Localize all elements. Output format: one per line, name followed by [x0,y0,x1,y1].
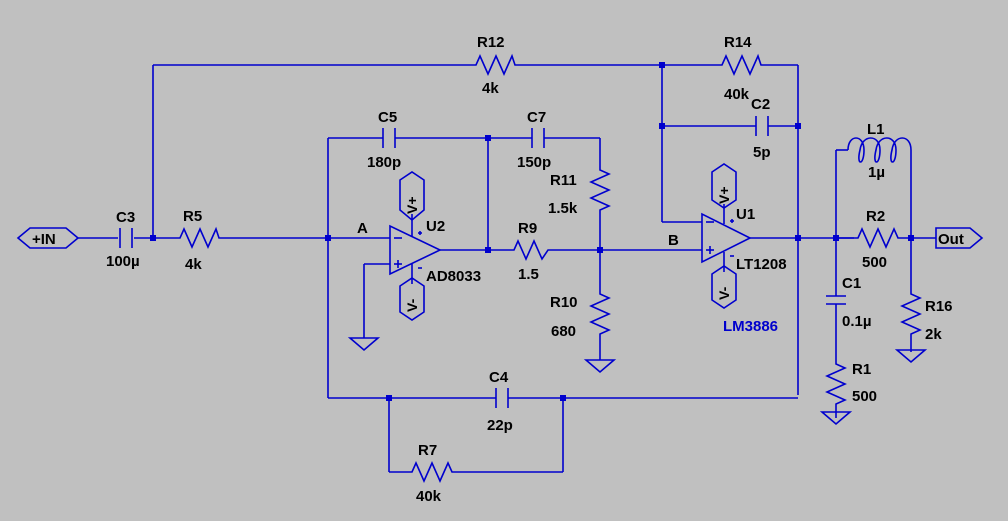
r5-value: 4k [185,256,202,273]
c4-value: 22p [487,417,513,434]
c4-name: C4 [489,369,509,386]
r16-value: 2k [925,326,942,343]
r10-value: 680 [551,323,576,340]
u1-vplus: V+ [716,186,732,204]
node-b-label: B [668,232,679,249]
junctions [150,62,914,401]
resistor-r11[interactable]: R11 1.5k [548,166,611,217]
input-port-label: +IN [32,231,56,248]
r2-value: 500 [862,254,887,271]
ground-r16 [894,349,928,364]
capacitor-c4[interactable]: C4 22p [487,369,513,434]
resistor-r16[interactable]: R16 2k [900,290,953,343]
c7-value: 150p [517,154,551,171]
ground-r1 [819,411,853,426]
c2-name: C2 [751,96,770,113]
r7-name: R7 [418,442,437,459]
u2-vminus: V- [404,298,420,312]
c1-name: C1 [842,275,861,292]
r7-value: 40k [416,488,442,505]
c3-name: C3 [116,209,135,226]
capacitor-c5[interactable]: C5 180p [367,109,401,171]
resistor-r14[interactable]: R14 40k [716,34,764,103]
opamp-u1[interactable]: V+ V- U1 LT1208 [701,163,787,309]
c5-value: 180p [367,154,401,171]
node-a-label: A [357,220,368,237]
r5-name: R5 [183,208,202,225]
resistor-r7[interactable]: R7 40k [407,442,455,505]
capacitor-c2[interactable]: C2 5p [751,96,771,161]
r9-name: R9 [518,220,537,237]
inductor-l1[interactable]: L1 1µ [847,121,912,181]
u1-name: U1 [736,206,755,223]
r9-value: 1.5 [518,266,539,283]
r11-value: 1.5k [548,200,578,217]
lm3886-annotation: LM3886 [723,318,778,335]
r12-name: R12 [477,34,505,51]
u1-value: LT1208 [736,256,787,273]
r14-value: 40k [724,86,750,103]
wires [78,64,936,473]
input-port[interactable]: +IN [16,227,80,249]
l1-value: 1µ [868,164,885,181]
c2-value: 5p [753,144,771,161]
output-port[interactable]: Out [935,227,984,249]
resistor-r5[interactable]: R5 4k [175,208,221,273]
ground-r10 [583,359,617,374]
r12-value: 4k [482,80,499,97]
capacitor-c7[interactable]: C7 150p [517,109,551,171]
capacitor-c1[interactable]: C1 0.1µ [826,275,872,330]
u1-vminus: V- [716,286,732,300]
ground-u2 [347,337,381,352]
l1-name: L1 [867,121,885,138]
r14-name: R14 [724,34,752,51]
c7-name: C7 [527,109,546,126]
r10-name: R10 [550,294,578,311]
capacitor-c3[interactable]: C3 100µ [106,209,140,270]
u2-name: U2 [426,218,445,235]
r16-name: R16 [925,298,953,315]
r11-name: R11 [550,172,577,189]
resistor-r1[interactable]: R1 500 [825,360,877,410]
u2-vplus: V+ [404,196,420,214]
u2-value: AD8033 [426,268,481,285]
output-port-label: Out [938,231,964,248]
c1-value: 0.1µ [842,313,872,330]
c5-name: C5 [378,109,397,126]
r2-name: R2 [866,208,885,225]
resistor-r10[interactable]: R10 680 [550,290,611,340]
r1-value: 500 [852,388,877,405]
resistor-r9[interactable]: R9 1.5 [510,220,550,283]
r1-name: R1 [852,361,871,378]
resistor-r2[interactable]: R2 500 [854,208,900,271]
opamp-u2[interactable]: V+ V- U2 AD8033 [389,171,481,321]
c3-value: 100µ [106,253,140,270]
resistor-r12[interactable]: R12 4k [470,34,518,97]
